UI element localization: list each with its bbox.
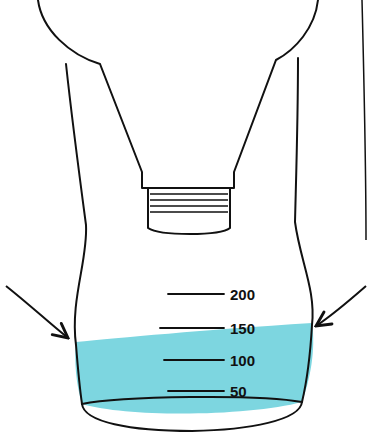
screw-thread [150,194,228,212]
pointer-arrow [6,286,68,338]
scale-mark: 100 [230,353,255,368]
inverted-bottle-top [38,0,318,172]
background-object [362,0,366,240]
scale-ticks [160,294,224,391]
scale-mark: 200 [230,287,255,302]
pointer-arrow [316,286,366,326]
scale-mark: 150 [230,321,255,336]
container-base [82,397,302,431]
bottle-neck [142,172,234,234]
container-wall [66,58,313,404]
scale-mark: 50 [230,384,247,399]
